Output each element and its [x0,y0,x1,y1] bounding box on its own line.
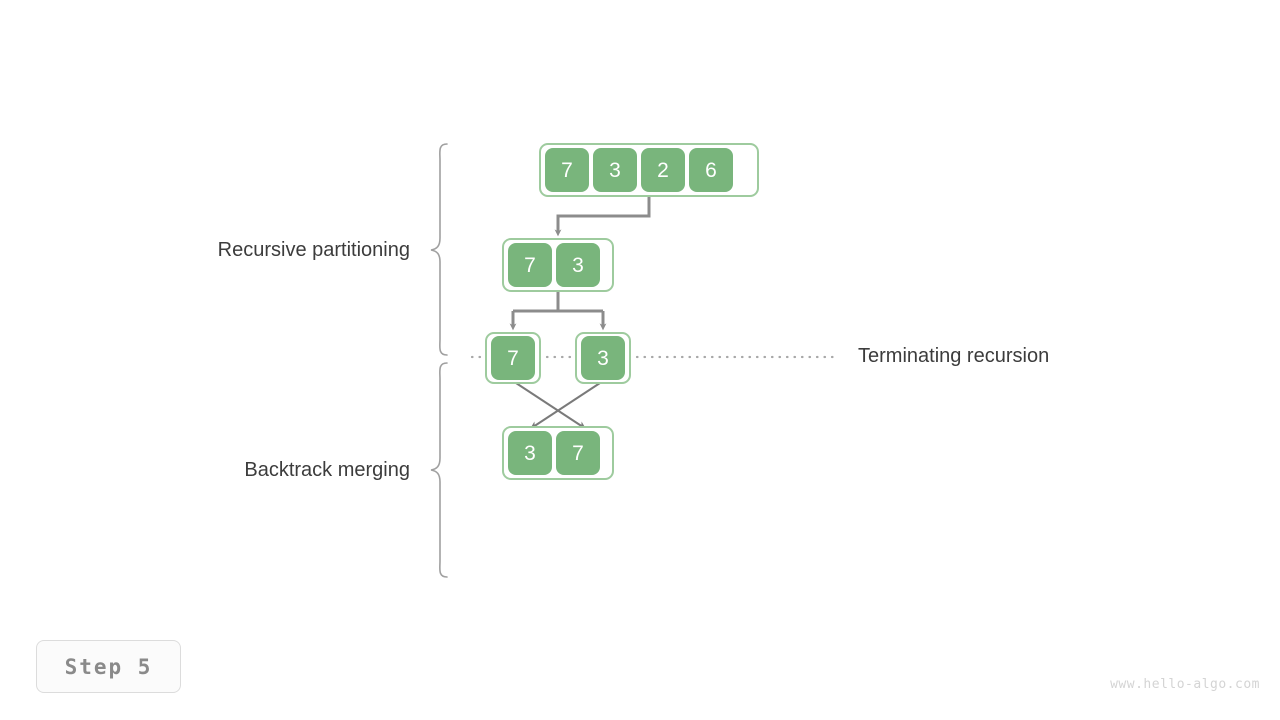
array-cell: 6 [689,148,733,192]
array-cell: 7 [545,148,589,192]
array-cell: 3 [581,336,625,380]
array-leaf-right: 3 [575,332,631,384]
array-left-half: 7 3 [502,238,614,292]
array-cell: 2 [641,148,685,192]
array-cell: 3 [508,431,552,475]
step-badge: Step 5 [36,640,181,693]
merge-arrow-right-leaf-to-left-slot [529,382,601,429]
array-cell: 7 [491,336,535,380]
label-terminating-recursion: Terminating recursion [858,345,1050,367]
brace-recursive-partitioning [430,143,448,356]
brace-backtrack-merging [430,362,448,578]
array-cell: 3 [593,148,637,192]
array-root: 7 3 2 6 [539,143,759,197]
array-merged: 3 7 [502,426,614,480]
merge-arrow-left-leaf-to-right-slot [515,382,587,429]
array-cell: 3 [556,243,600,287]
label-recursive-partitioning: Recursive partitioning [217,239,410,261]
watermark: www.hello-algo.com [1110,677,1260,692]
array-leaf-left: 7 [485,332,541,384]
connector-root-to-left-half [554,197,651,237]
array-cell: 7 [556,431,600,475]
label-backtrack-merging: Backtrack merging [244,459,410,481]
array-cell: 7 [508,243,552,287]
